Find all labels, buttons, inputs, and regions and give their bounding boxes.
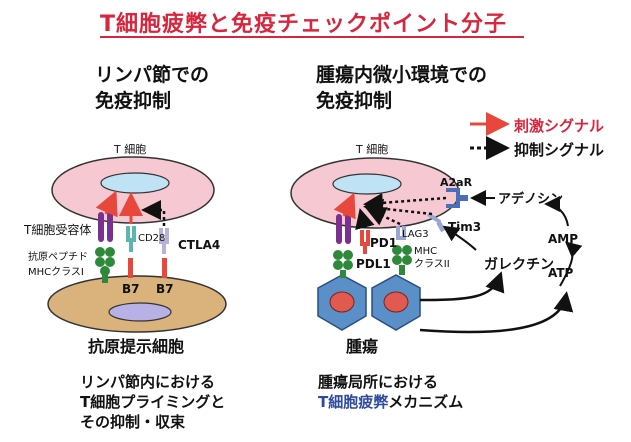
left-heading-line1: リンパ節での <box>95 64 210 86</box>
galectin-label: ガレクチン <box>484 257 554 273</box>
peptide-label-line1: 抗原ペプチド <box>28 252 88 263</box>
left-ctla4-receptor <box>159 228 169 254</box>
right-tcr-stimulatory-arrow <box>333 192 356 220</box>
left-b7-stalk-1 <box>128 258 133 278</box>
right-mhc-peptide <box>333 250 353 278</box>
galectin-to-tim3-arrow <box>442 225 477 251</box>
cd28-label: CD28 <box>138 233 166 244</box>
pdl1-label: PDL1 <box>356 257 391 271</box>
right-inhibitory-arrows <box>355 192 447 231</box>
lag3-receptor <box>396 226 406 240</box>
tumor-cell-left <box>317 274 367 331</box>
pd1-receptor <box>360 230 370 254</box>
left-heading-line2: 免疫抑制 <box>95 90 172 112</box>
left-footer-line2: T細胞プライミングと <box>80 393 226 411</box>
legend-inhibitory-label: 抑制シグナル <box>514 141 605 159</box>
mhc-ii-label-line1: MHC <box>414 246 438 257</box>
adenosine-label: アデノシン <box>498 192 564 207</box>
tumor-to-atp-arrow <box>419 291 574 334</box>
amp-to-adenosine-arrow <box>544 196 569 227</box>
left-tcr-receptor <box>98 212 113 242</box>
a2ar-label: A2aR <box>440 176 473 189</box>
legend-stimulatory-label: 刺激シグナル <box>514 117 605 135</box>
right-heading: 腫瘍内微小環境での 免疫抑制 <box>316 62 487 114</box>
right-footer-line1: 腫瘍局所における <box>318 373 439 391</box>
atp-label: ATP <box>548 266 574 280</box>
left-t-cell <box>51 156 215 224</box>
right-footer: 腫瘍局所における T細胞疲弊メカニズム <box>318 372 463 412</box>
left-cd28-receptor <box>126 226 136 252</box>
a2ar-receptor <box>446 188 468 208</box>
b7-left-label: B7 <box>122 282 140 296</box>
right-heading-line2: 免疫抑制 <box>316 90 393 112</box>
pd1-label: PD1 <box>370 236 398 250</box>
ctla4-label: CTLA4 <box>178 238 221 252</box>
peptide-label: 抗原ペプチド MHCクラスI <box>28 250 88 280</box>
apc-label: 抗原提示細胞 <box>88 337 185 356</box>
left-tcr-stimulatory-arrow <box>95 190 118 218</box>
b7-right-label: B7 <box>156 282 174 296</box>
right-footer-rest: メカニズム <box>388 393 464 411</box>
mhc-ii-label-line2: クラスII <box>414 259 450 270</box>
left-heading: リンパ節での 免疫抑制 <box>95 62 209 114</box>
right-tcr-receptor <box>336 214 351 244</box>
right-footer-line2: T細胞疲弊メカニズム <box>318 392 463 412</box>
left-apc-cell <box>47 275 227 333</box>
atp-to-amp-arrow <box>559 241 583 287</box>
left-footer-line1: リンパ節内における <box>80 373 216 391</box>
tcr-label: T細胞受容体 <box>24 223 92 237</box>
tumor-to-galectin-arrow <box>419 271 505 302</box>
left-b7-stalk-2 <box>162 258 167 278</box>
page-title: T細胞疲弊と免疫チェックポイント分子 <box>100 12 508 37</box>
left-footer-line3: その抑制・収束 <box>80 413 186 431</box>
right-t-cell-label: T 細胞 <box>356 143 389 156</box>
right-footer-highlight: T細胞疲弊 <box>318 393 389 411</box>
tim3-label: Tim3 <box>448 220 482 234</box>
right-heading-line1: 腫瘍内微小環境での <box>316 64 488 86</box>
lag3-label: LAG3 <box>402 229 429 240</box>
amp-label: AMP <box>548 232 579 246</box>
tumor-label: 腫瘍 <box>346 337 379 356</box>
mhc-ii-label: MHC クラスII <box>414 245 450 271</box>
left-mhc-peptide <box>95 247 115 283</box>
left-t-cell-label: T 細胞 <box>114 143 147 156</box>
title-underline <box>100 36 524 38</box>
left-footer: リンパ節内における T細胞プライミングと その抑制・収束 <box>80 372 225 432</box>
peptide-label-line2: MHCクラスI <box>28 267 84 278</box>
tumor-cell-right <box>371 274 421 331</box>
mhc-class-ii <box>392 245 412 275</box>
